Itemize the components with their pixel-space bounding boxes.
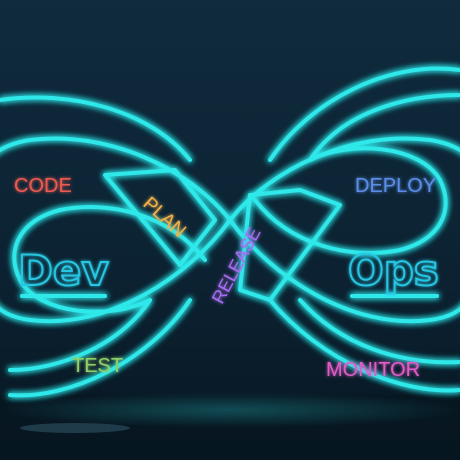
label-monitor: MONITOR [326, 359, 420, 381]
label-ops: Ops [348, 246, 439, 295]
neon-infinity-outline [0, 66, 460, 398]
label-deploy: DEPLOY [355, 175, 436, 197]
floor-glow [0, 392, 460, 428]
label-code: CODE [14, 175, 72, 197]
label-dev: Dev [18, 246, 109, 295]
floor-tread-left [20, 423, 130, 433]
label-test: TEST [72, 355, 123, 377]
